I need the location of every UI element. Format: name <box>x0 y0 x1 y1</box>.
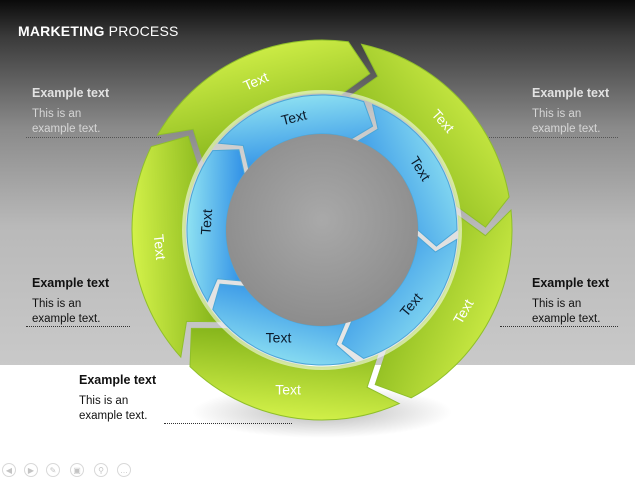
note-mid-right: Example text This is an example text. <box>532 276 635 327</box>
outer-segment-label: Text <box>151 233 170 260</box>
note-body-line: This is an <box>532 108 582 120</box>
note-body-line: example text. <box>532 313 601 325</box>
prev-icon[interactable]: ◀ <box>2 463 16 477</box>
note-leader-line <box>26 326 130 327</box>
note-top-left: Example text This is an example text. <box>32 86 142 137</box>
note-heading: Example text <box>32 86 110 100</box>
note-body-line: This is an <box>32 108 82 120</box>
note-heading: Example text <box>532 86 610 100</box>
note-body-line: This is an <box>79 395 129 407</box>
note-leader-line <box>26 137 161 138</box>
note-heading: Example text <box>532 276 610 290</box>
note-mid-left: Example text This is an example text. <box>32 276 142 327</box>
title-rest: PROCESS <box>108 23 179 39</box>
zoom-icon[interactable]: ⚲ <box>94 463 108 477</box>
note-top-right: Example text This is an example text. <box>532 86 635 137</box>
note-heading: Example text <box>32 276 110 290</box>
note-body-line: This is an <box>532 298 582 310</box>
inner-ring <box>186 94 458 366</box>
more-icon[interactable]: … <box>117 463 131 477</box>
note-body-line: example text. <box>532 123 601 135</box>
note-bottom: Example text This is an example text. <box>79 373 189 424</box>
outer-ring <box>131 39 513 421</box>
title-bold: MARKETING <box>18 23 105 39</box>
slide-title: MARKETING PROCESS <box>18 23 179 39</box>
note-body-line: example text. <box>32 123 101 135</box>
ring-center <box>226 134 418 326</box>
note-leader-line <box>478 137 618 138</box>
inner-segment-label: Text <box>280 107 309 129</box>
inner-segment-label: Text <box>197 208 215 235</box>
note-heading: Example text <box>79 373 157 387</box>
pen-icon[interactable]: ✎ <box>46 463 60 477</box>
slides-icon[interactable]: ▣ <box>70 463 84 477</box>
note-body-line: example text. <box>32 313 101 325</box>
note-body-line: This is an <box>32 298 82 310</box>
next-icon[interactable]: ▶ <box>24 463 38 477</box>
note-body-line: example text. <box>79 410 148 422</box>
note-leader-line <box>500 326 618 327</box>
inner-segment-label: Text <box>266 330 292 346</box>
outer-segment-label: Text <box>275 381 301 397</box>
